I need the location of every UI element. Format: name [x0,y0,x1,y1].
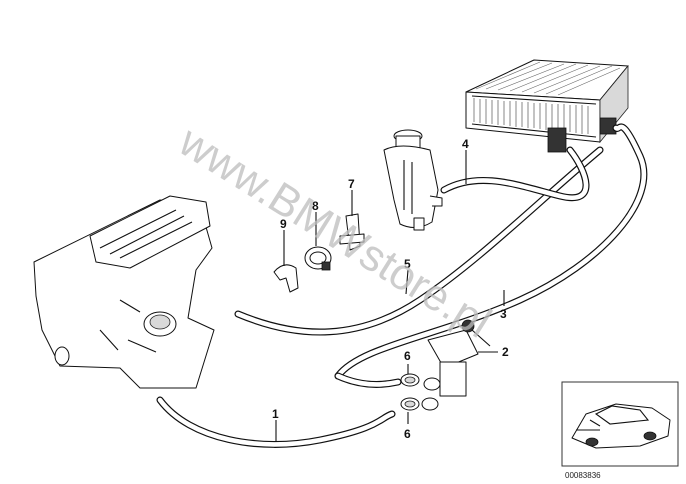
callout-9: 9 [280,217,287,231]
callout-5: 5 [404,257,411,271]
callout-1: 1 [272,407,279,421]
expansion-tank[interactable] [383,129,443,231]
hose-3[interactable] [334,123,648,380]
hose-clamp-upper[interactable] [400,373,420,387]
callout-labels: 1 2 3 4 5 6 6 7 8 9 [272,137,509,441]
hose-valve-outlet[interactable] [334,372,402,388]
watermark: www.BMWstore.pl [170,116,500,347]
water-valve[interactable] [421,319,491,411]
hose-4[interactable] [440,146,590,202]
engine-block[interactable] [33,195,215,389]
heater-core-fins [471,61,621,138]
heater-pipe-flange-left [547,127,567,153]
connector-7[interactable] [339,213,365,251]
callout-3: 3 [500,307,507,321]
callout-4: 4 [462,137,469,151]
callout-8: 8 [312,199,319,213]
clamp-8[interactable] [304,246,332,271]
vehicle-car-icon [571,403,671,449]
hose-clamp-lower[interactable] [400,397,420,411]
callout-2: 2 [502,345,509,359]
holder-9[interactable] [273,264,299,293]
reference-number: 00083836 [565,471,601,480]
leader-lines [275,150,505,442]
hose-1[interactable] [156,396,396,448]
callout-6-upper: 6 [404,349,411,363]
vehicle-thumbnail [561,381,679,467]
hose-5[interactable] [234,146,604,336]
heater-core[interactable] [465,59,629,153]
callout-7: 7 [348,177,355,191]
callout-6-lower: 6 [404,427,411,441]
